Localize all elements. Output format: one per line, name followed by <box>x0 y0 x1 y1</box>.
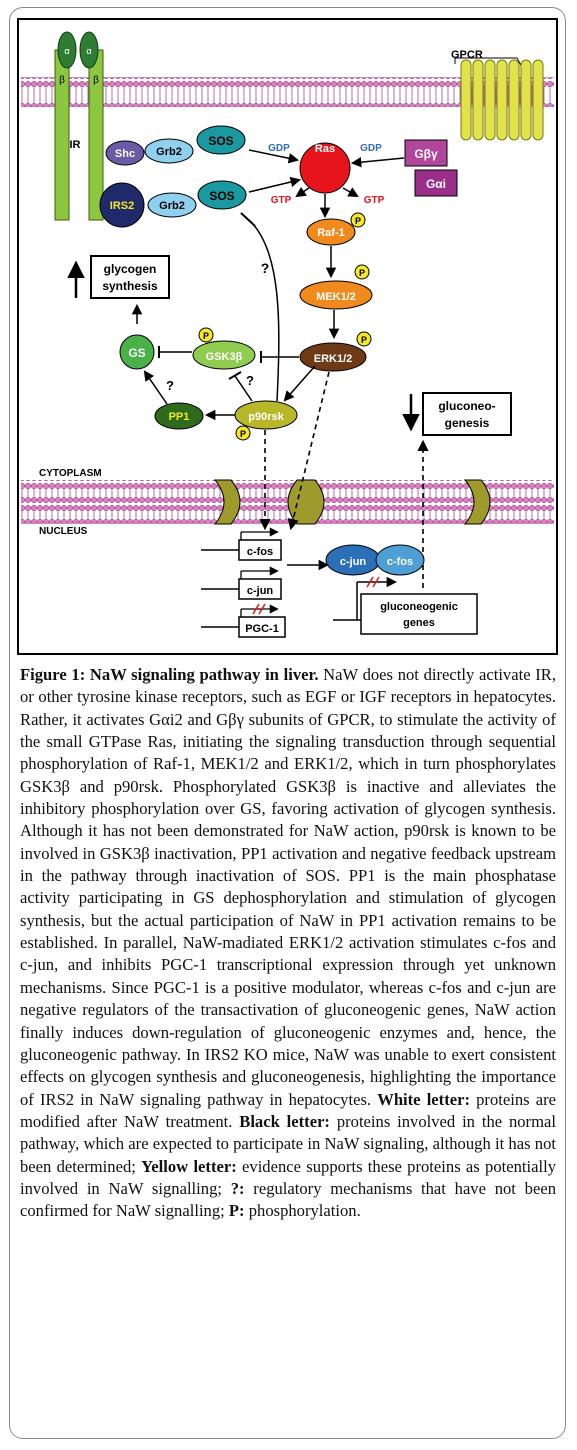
phospho-p90rsk <box>235 425 251 441</box>
gdp-left: GDP <box>268 143 290 154</box>
caption-title: Figure 1: NaW signaling pathway in liver… <box>20 665 319 684</box>
pp1-label: PP1 <box>169 411 190 423</box>
caption-white-text: proteins are modified after NaW treatmen… <box>20 1089 557 1131</box>
gluconeo-line2: genesis <box>445 416 490 430</box>
p90rsk-label: p90rsk <box>248 411 284 423</box>
phospho-raf1 <box>350 212 366 228</box>
grb2-top <box>144 138 194 164</box>
ir-alpha-label: α <box>64 46 69 56</box>
mek <box>299 280 373 310</box>
nucleus-label: NUCLEUS <box>39 526 88 537</box>
gai-label: Gαi <box>426 177 446 191</box>
cjun-gene-label: c-jun <box>247 585 274 597</box>
gbg-label: Gβγ <box>414 147 438 161</box>
caption-black-label: Black letter: <box>239 1111 330 1131</box>
nuclear-pore-3 <box>463 479 491 525</box>
glycogen-synthesis-box <box>90 255 170 299</box>
gai <box>414 169 458 197</box>
gtp-left: GTP <box>271 195 292 206</box>
cfos-protein <box>375 544 425 576</box>
caption-body: NaW does not directly activate IR, or ot… <box>20 665 556 1109</box>
gluconeogenic-line1: gluconeogenic <box>380 601 458 613</box>
sos-top-label: SOS <box>208 134 233 148</box>
nuclear-pore-1 <box>213 479 241 525</box>
cfos-gene-label: c-fos <box>247 546 273 558</box>
caption-white-label: White letter: <box>377 1089 470 1109</box>
caption-p-text: phosphorylation. <box>244 1201 361 1221</box>
phospho-gsk3b <box>198 327 214 343</box>
pgc1-gene-label: PGC-1 <box>245 623 279 635</box>
pgc1-gene <box>238 616 286 638</box>
phospho-mek-label: P <box>359 268 365 278</box>
phospho-p90rsk-label: P <box>240 429 246 439</box>
grb2-bottom-label: Grb2 <box>159 200 185 212</box>
caption-q-text: regulatory mechanisms that have not been… <box>20 1178 556 1221</box>
gsk3b-label: GSK3β <box>206 351 243 363</box>
grb2-top-label: Grb2 <box>156 146 182 158</box>
sos-bottom-label: SOS <box>209 189 234 203</box>
cjun-protein-label: c-jun <box>340 556 367 568</box>
gs-label: GS <box>128 346 145 360</box>
phospho-gsk3b-label: P <box>203 331 209 341</box>
cfos-protein-label: c-fos <box>387 556 413 568</box>
shc <box>105 140 145 166</box>
gluconeogenic-line2: genes <box>403 617 435 629</box>
caption-yellow-text: evidence supports these proteins as pote… <box>20 1156 557 1198</box>
irs2-label: IRS2 <box>110 200 134 212</box>
gluconeo-line1: gluconeo- <box>438 399 495 413</box>
gsk3b <box>192 340 256 370</box>
irs2 <box>99 182 145 228</box>
mek-label: MEK1/2 <box>316 291 356 303</box>
figure-caption: Figure 1: NaW signaling pathway in liver… <box>20 664 556 1223</box>
ir-beta-label: β <box>59 75 65 86</box>
glycogen-line1: glycogen <box>104 262 157 276</box>
sos-top <box>196 125 246 155</box>
gluconeogenesis-box <box>422 392 512 436</box>
gpcr-label: GPCR <box>451 49 483 61</box>
erk-label: ERK1/2 <box>314 353 353 365</box>
question-p90-gsk: ? <box>246 373 254 388</box>
gtp-right: GTP <box>364 195 385 206</box>
phospho-erk-label: P <box>361 335 367 345</box>
pgc1-blocked-mark <box>252 603 260 615</box>
cjun-gene <box>238 578 282 600</box>
phospho-erk <box>356 331 372 347</box>
ras-label: Ras <box>315 143 335 155</box>
pp1 <box>154 402 204 430</box>
ir-alpha-label-2: α <box>86 46 91 56</box>
sos-bottom <box>197 180 247 210</box>
phospho-raf1-label: P <box>355 216 361 226</box>
pathway-figure: α α β β IR GPCR Shc Grb2 SOS IRS2 Grb2 S… <box>17 18 558 655</box>
gluconeogenic-blocked-mark <box>366 576 374 588</box>
ras <box>299 142 351 194</box>
insulin-receptor: α α β β IR <box>54 31 104 221</box>
grb2-bottom <box>147 192 197 218</box>
ir-label: IR <box>70 139 81 151</box>
caption-yellow-label: Yellow letter: <box>141 1156 237 1176</box>
shc-label: Shc <box>115 148 135 160</box>
caption-black-text: proteins involved in the normal pathway,… <box>20 1111 556 1176</box>
caption-q-label: ?: <box>230 1178 245 1198</box>
question-feedback: ? <box>261 260 270 276</box>
gs <box>119 334 155 370</box>
raf1 <box>306 218 356 246</box>
figure-frame <box>9 7 566 1439</box>
gdp-right: GDP <box>360 143 382 154</box>
question-pp1-gs: ? <box>166 378 174 393</box>
feedback-line <box>248 219 280 402</box>
gpcr: GPCR <box>451 49 544 141</box>
ir-beta-label-2: β <box>93 75 99 86</box>
erk <box>299 342 367 372</box>
cytoplasm-label: CYTOPLASM <box>39 468 102 479</box>
cfos-gene <box>238 539 282 561</box>
glycogen-line2: synthesis <box>102 279 158 293</box>
raf1-label: Raf-1 <box>317 227 345 239</box>
caption-p-label: P: <box>228 1201 245 1221</box>
phospho-mek <box>354 264 370 280</box>
nuclear-pore-2 <box>287 479 325 525</box>
gbg <box>404 139 448 167</box>
gluconeogenic-genes-box <box>360 593 478 635</box>
